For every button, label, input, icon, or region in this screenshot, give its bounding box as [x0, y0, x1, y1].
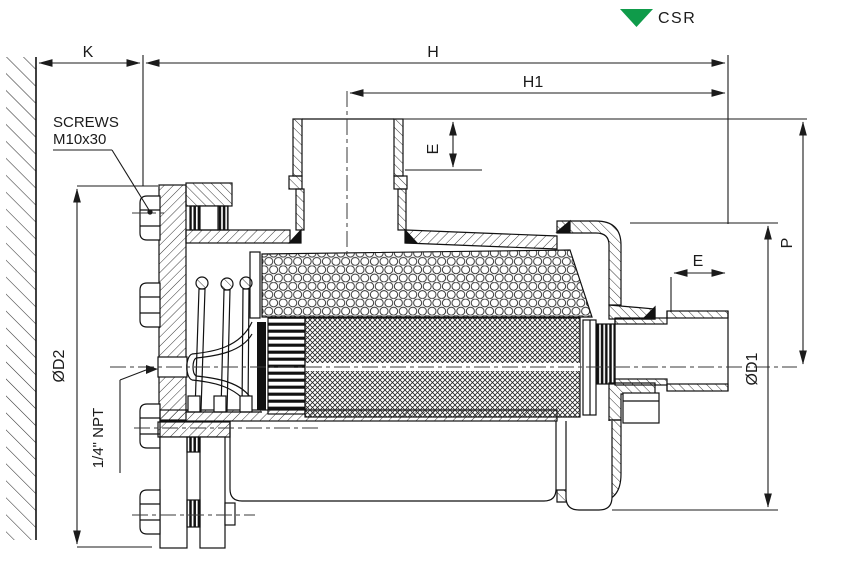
outlet-port	[596, 310, 729, 392]
callout-screws-line2: M10x30	[53, 131, 106, 148]
bracket-bolt	[139, 489, 161, 535]
internal-diffuser	[186, 276, 262, 413]
callout-npt: 1/4" NPT	[90, 408, 107, 468]
centerlines	[110, 91, 797, 516]
drain-bracket	[139, 421, 236, 549]
dim-label-p: P	[779, 238, 796, 249]
body-top-wall-left	[185, 229, 291, 244]
flange-bolt	[139, 403, 161, 449]
dim-label-e-inlet: E	[425, 144, 442, 155]
outlet-thread	[596, 323, 616, 385]
brand-name: CSR	[658, 10, 696, 27]
cover-cap	[555, 219, 660, 511]
body-top-wall-right	[405, 229, 558, 250]
weld-mark	[287, 228, 302, 244]
weld-mark	[404, 228, 419, 244]
flange-bolt	[139, 195, 161, 241]
pleated-end	[267, 317, 306, 415]
dim-label-d1: ØD1	[744, 352, 761, 385]
dim-label-k: K	[83, 44, 94, 61]
brand-logo: CSR	[620, 9, 696, 27]
bowl-outline	[229, 421, 557, 502]
inlet-port	[287, 118, 419, 244]
cover-clamp	[565, 421, 613, 511]
mounting-flange	[139, 184, 188, 449]
flange-bolt	[139, 282, 161, 328]
mounting-wall-section	[6, 57, 37, 540]
callout-screws-line1: SCREWS	[53, 114, 119, 131]
filter-assembly	[139, 118, 729, 549]
fixing-screw	[185, 182, 233, 231]
dim-label-h: H	[427, 44, 439, 61]
csr-triangle-icon	[620, 9, 653, 27]
outlet-nut	[622, 392, 660, 424]
dimensions	[38, 55, 807, 548]
weld-mark	[555, 219, 571, 233]
dim-label-e-outlet: E	[693, 253, 704, 270]
element-seal	[257, 322, 266, 410]
filter-element	[249, 249, 597, 418]
labels: K H H1 E E P ØD1 ØD2 SCREWS M10x30 1/4" …	[51, 44, 796, 468]
npt-leader	[119, 365, 158, 473]
screws-leader	[53, 149, 153, 215]
dim-label-d2: ØD2	[51, 349, 68, 382]
dim-label-h1: H1	[523, 74, 544, 91]
coalescer-mesh	[261, 249, 593, 318]
wall-hatch	[6, 57, 36, 540]
